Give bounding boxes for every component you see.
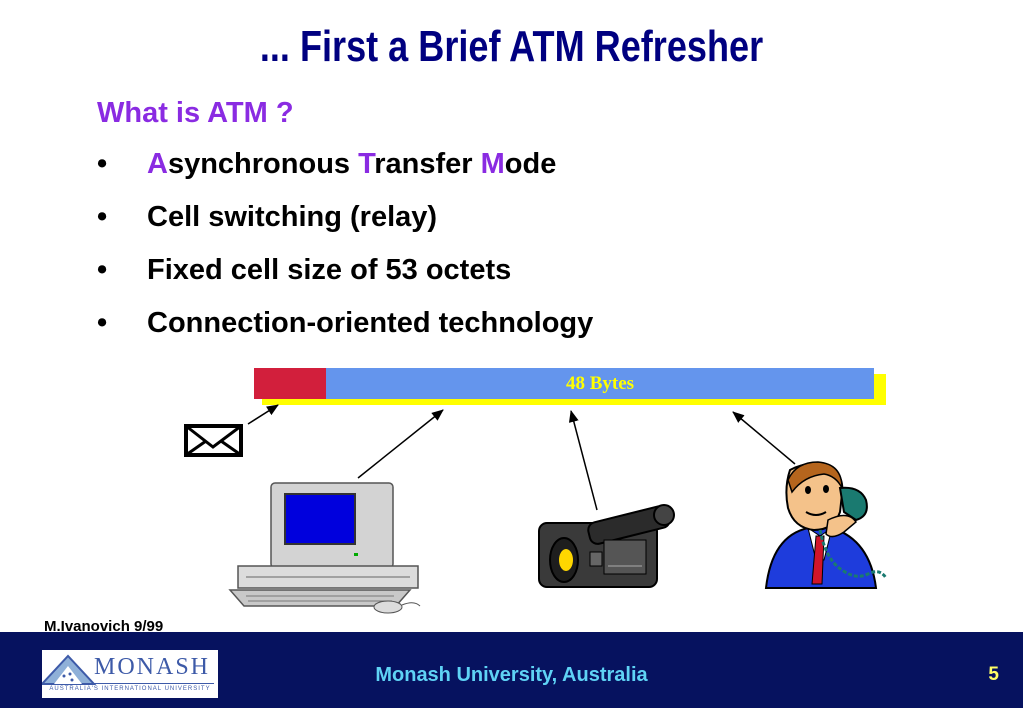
logo-tagline: AUSTRALIA'S INTERNATIONAL UNIVERSITY xyxy=(49,686,211,692)
logo-wordmark: MONASH xyxy=(94,654,211,680)
bullet-item: • Connection-oriented technology xyxy=(97,307,593,360)
acronym-letter-a: A xyxy=(147,148,168,180)
bullet-text: ode xyxy=(504,148,557,180)
envelope-icon xyxy=(184,424,243,457)
logo-divider xyxy=(94,683,214,684)
cell-payload: 48 Bytes xyxy=(326,368,874,399)
arrow-envelope xyxy=(247,404,279,425)
bullet-text: synchronous xyxy=(167,148,359,180)
computer-icon xyxy=(228,482,421,614)
arrow-camera xyxy=(568,410,598,511)
bullet-marker: • xyxy=(97,148,108,180)
slide-subtitle: What is ATM ? xyxy=(97,97,294,129)
bullet-item: • Fixed cell size of 53 octets xyxy=(97,254,593,307)
acronym-letter-m: M xyxy=(480,148,505,180)
bullet-text: Connection-oriented technology xyxy=(147,307,594,339)
bullet-item: • Cell switching (relay) xyxy=(97,201,593,254)
bullet-text: Cell switching (relay) xyxy=(147,201,438,233)
bullet-text: Fixed cell size of 53 octets xyxy=(147,254,512,286)
bullet-marker: • xyxy=(97,307,108,339)
arrow-computer xyxy=(357,409,444,479)
footer-university: Monash University, Australia xyxy=(375,664,648,686)
footer-bar: MONASH AUSTRALIA'S INTERNATIONAL UNIVERS… xyxy=(0,632,1023,708)
slide-title: ... First a Brief ATM Refresher xyxy=(259,22,764,71)
bullet-text: ransfer xyxy=(374,148,481,180)
video-camera-icon xyxy=(538,504,675,588)
author-footer: M.Ivanovich 9/99 xyxy=(44,618,164,635)
bullet-list: • Asynchronous Transfer Mode • Cell switch… xyxy=(97,148,593,360)
atm-cell-diagram: 48 Bytes xyxy=(254,368,888,406)
bullet-marker: • xyxy=(97,201,108,233)
page-number: 5 xyxy=(988,664,999,685)
bullet-item: • Asynchronous Transfer Mode xyxy=(97,148,593,201)
monash-crest-icon xyxy=(42,654,97,685)
monash-logo: MONASH AUSTRALIA'S INTERNATIONAL UNIVERS… xyxy=(42,650,218,698)
arrow-phone xyxy=(732,411,796,465)
acronym-letter-t: T xyxy=(358,148,375,180)
bullet-marker: • xyxy=(97,254,108,286)
phone-person-icon xyxy=(764,461,888,589)
cell-header xyxy=(254,368,326,399)
